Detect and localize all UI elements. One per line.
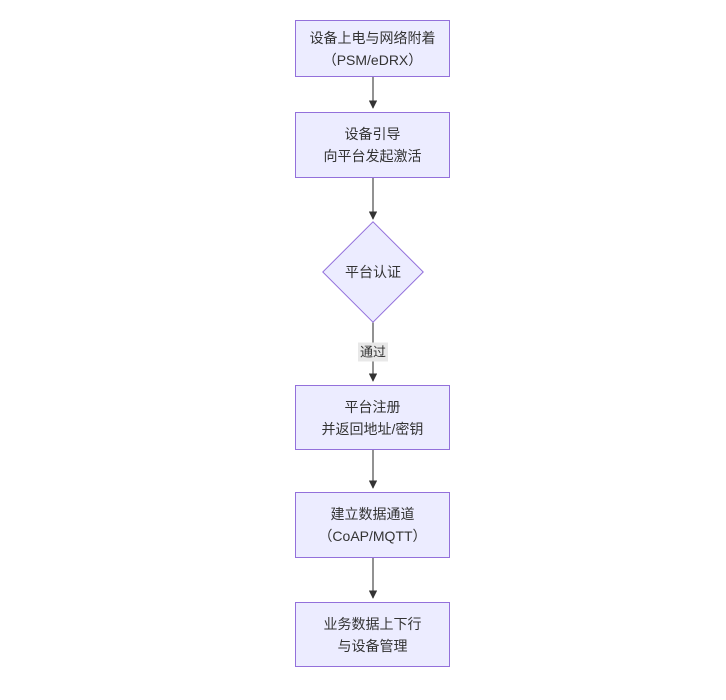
node-power-network-attach: 设备上电与网络附着 （PSM/eDRX） bbox=[295, 20, 450, 77]
node-device-bootstrap: 设备引导 向平台发起激活 bbox=[295, 112, 450, 178]
node-label-line: （CoAP/MQTT） bbox=[318, 528, 427, 544]
node-label-line: 设备引导 bbox=[344, 126, 401, 142]
decision-platform-auth: 平台认证 bbox=[322, 221, 424, 323]
edge-label-pass: 通过 bbox=[357, 342, 389, 362]
node-label-line: 并返回地址/密钥 bbox=[321, 420, 424, 437]
node-label-line: 平台注册 bbox=[344, 398, 401, 415]
node-data-channel: 建立数据通道 （CoAP/MQTT） bbox=[295, 492, 450, 558]
node-label-line: 平台认证 bbox=[345, 264, 401, 280]
node-platform-register: 平台注册 并返回地址/密钥 bbox=[295, 385, 450, 450]
node-label-line: 设备上电与网络附着 bbox=[309, 29, 436, 46]
node-label-line: 向平台发起激活 bbox=[323, 148, 422, 164]
node-label-line: 建立数据通道 bbox=[330, 506, 415, 522]
node-business-data: 业务数据上下行 与设备管理 bbox=[295, 602, 450, 667]
node-label-line: （PSM/eDRX） bbox=[322, 51, 423, 68]
node-label-line: 与设备管理 bbox=[337, 637, 408, 654]
node-label-line: 业务数据上下行 bbox=[323, 615, 422, 632]
